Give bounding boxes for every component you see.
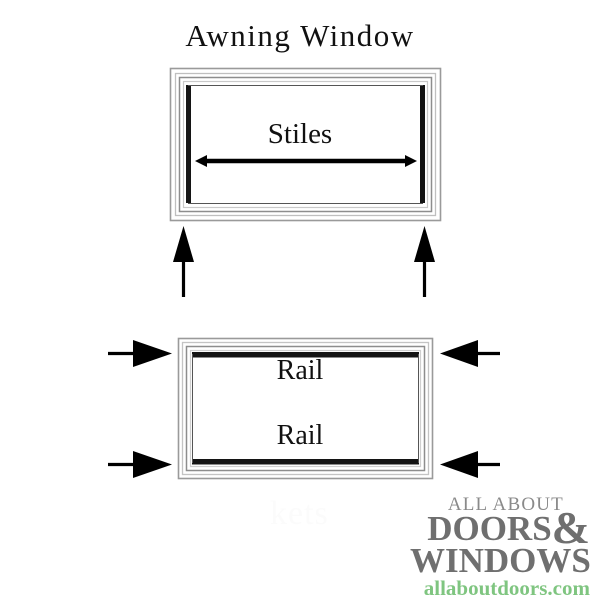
page-title: Awning Window [185,18,415,53]
logo-line-doors: DOORS& [410,505,590,551]
rail-callout-arrow-lower-left [108,451,172,478]
top-frame-third-line [178,76,433,213]
right-stile-highlight [420,85,425,203]
bottom-frame-outer-line [177,337,434,480]
top-window-figure [169,67,442,297]
bottom-rail-highlight [192,459,419,465]
stiles-label: Stiles [267,118,333,150]
brand-logo: ALL ABOUT DOORS& WINDOWS allaboutdoors.c… [410,494,591,600]
bottom-window-figure [108,337,500,480]
logo-website: allaboutdoors.com [423,576,590,600]
logo-line-windows: WINDOWS [410,541,591,581]
top-frame-fourth-line [182,80,429,209]
background-watermark: kets [270,495,329,532]
bottom-glass-pane [194,354,417,463]
bottom-frame-second-line [181,341,430,476]
rail-callout-arrow-upper-right [440,340,500,367]
left-stile-highlight [186,85,191,203]
top-rail-highlight [192,352,419,358]
rail-label-lower: Rail [276,420,324,451]
rail-label-upper: Rail [276,355,324,386]
stile-callout-arrow-left [173,226,194,297]
logo-word-doors: DOORS [427,509,552,548]
bottom-frame-fourth-line [189,349,422,468]
top-frame-second-line [174,72,437,217]
rail-callout-arrow-lower-right [440,451,500,478]
bottom-frame-third-line [185,345,426,472]
logo-ampersand: & [551,502,590,553]
top-glass-pane [188,86,423,203]
top-frame-outer-line [169,67,442,222]
rail-callout-arrow-upper-left [108,340,172,367]
logo-line-all-about: ALL ABOUT [447,494,564,515]
stile-callout-arrow-right [414,226,435,297]
